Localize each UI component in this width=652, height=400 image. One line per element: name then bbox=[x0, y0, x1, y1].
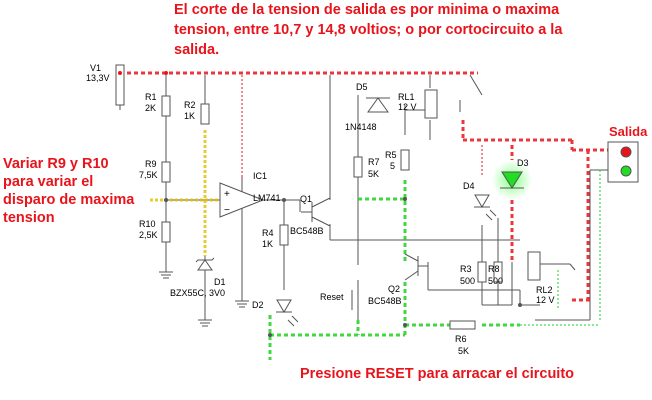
rl1-value: 12 V bbox=[398, 102, 417, 112]
r6-value: 5K bbox=[458, 346, 469, 356]
salida-green-terminal bbox=[620, 165, 632, 177]
d1-symbol bbox=[195, 257, 215, 271]
d5-name: D5 bbox=[356, 82, 368, 92]
r9-name: R9 bbox=[145, 159, 157, 169]
q2-name: Q2 bbox=[388, 284, 400, 294]
r5-symbol bbox=[400, 149, 410, 171]
r1-symbol bbox=[161, 95, 171, 117]
r8-name: R8 bbox=[488, 264, 500, 274]
bottom-note: Presione RESET para arracar el circuito bbox=[300, 366, 575, 382]
q1-name: Q1 bbox=[300, 194, 312, 204]
green-net-thin bbox=[520, 170, 601, 326]
q1-value: BC548B bbox=[290, 226, 324, 236]
r10-value: 2,5K bbox=[139, 230, 158, 240]
red-net bbox=[120, 71, 608, 302]
v1-name: V1 bbox=[90, 63, 101, 73]
rl2-name: RL2 bbox=[536, 285, 553, 295]
rl1-name: RL1 bbox=[398, 92, 415, 102]
d2-symbol bbox=[276, 299, 299, 327]
r4-value: 1K bbox=[262, 239, 273, 249]
yellow-net bbox=[150, 130, 220, 256]
r7-value: 5K bbox=[368, 169, 379, 179]
svg-text:+: + bbox=[224, 189, 230, 200]
rl2-symbol bbox=[527, 251, 541, 281]
d4-name: D4 bbox=[463, 181, 475, 191]
v1-symbol bbox=[115, 64, 125, 106]
reset-switch[interactable] bbox=[351, 280, 359, 320]
rl2-value: 12 V bbox=[536, 295, 555, 305]
ic1-name: IC1 bbox=[253, 171, 267, 181]
d2-name: D2 bbox=[252, 300, 264, 310]
r5-value: 5 bbox=[390, 161, 395, 171]
r6-name: R6 bbox=[455, 334, 467, 344]
ic1-symbol bbox=[219, 182, 265, 218]
d5-symbol bbox=[366, 97, 390, 113]
resistor-bodies bbox=[161, 95, 503, 330]
left-note: Variar R9 y R10 para variar el disparo d… bbox=[3, 156, 135, 226]
r8-value: 500 bbox=[488, 276, 503, 286]
r10-symbol bbox=[161, 221, 171, 243]
r5-name: R5 bbox=[385, 150, 397, 160]
r4-name: R4 bbox=[262, 228, 274, 238]
r10-name: R10 bbox=[139, 219, 156, 229]
rl1-symbol bbox=[424, 89, 438, 119]
r4-symbol bbox=[279, 224, 289, 246]
reset-label: Reset bbox=[320, 292, 344, 302]
top-note: El corte de la tension de salida es por … bbox=[174, 2, 563, 58]
d1-value: BZX55C, 3V0 bbox=[170, 288, 225, 298]
r9-value: 7,5K bbox=[139, 170, 158, 180]
r7-name: R7 bbox=[368, 157, 380, 167]
r1-name: R1 bbox=[145, 92, 157, 102]
r7-symbol bbox=[353, 156, 363, 178]
salida-red-terminal bbox=[620, 146, 632, 158]
svg-text:−: − bbox=[224, 205, 230, 216]
r1-value: 2K bbox=[145, 103, 156, 113]
ic1-value: LM741 bbox=[253, 193, 281, 203]
r2-name: R2 bbox=[184, 100, 196, 110]
r3-value: 500 bbox=[460, 276, 475, 286]
v1-value: 13,3V bbox=[86, 73, 110, 83]
r2-symbol bbox=[200, 103, 210, 125]
d4-symbol bbox=[474, 194, 497, 221]
r2-value: 1K bbox=[184, 111, 195, 121]
d3-symbol bbox=[500, 171, 524, 189]
r3-name: R3 bbox=[460, 264, 472, 274]
d1-name: D1 bbox=[214, 277, 226, 287]
q1-symbol bbox=[311, 197, 331, 227]
r3-symbol bbox=[477, 261, 487, 283]
q2-symbol bbox=[404, 253, 419, 281]
red-net-thin bbox=[241, 75, 483, 180]
salida-label: Salida bbox=[609, 124, 648, 139]
q2-value: BC548B bbox=[368, 296, 402, 306]
r9-symbol bbox=[161, 161, 171, 183]
r6-symbol bbox=[449, 320, 476, 330]
d5-value: 1N4148 bbox=[345, 122, 377, 132]
junction-dots bbox=[164, 197, 522, 337]
d3-name: D3 bbox=[517, 158, 529, 168]
r8-symbol bbox=[493, 261, 503, 283]
